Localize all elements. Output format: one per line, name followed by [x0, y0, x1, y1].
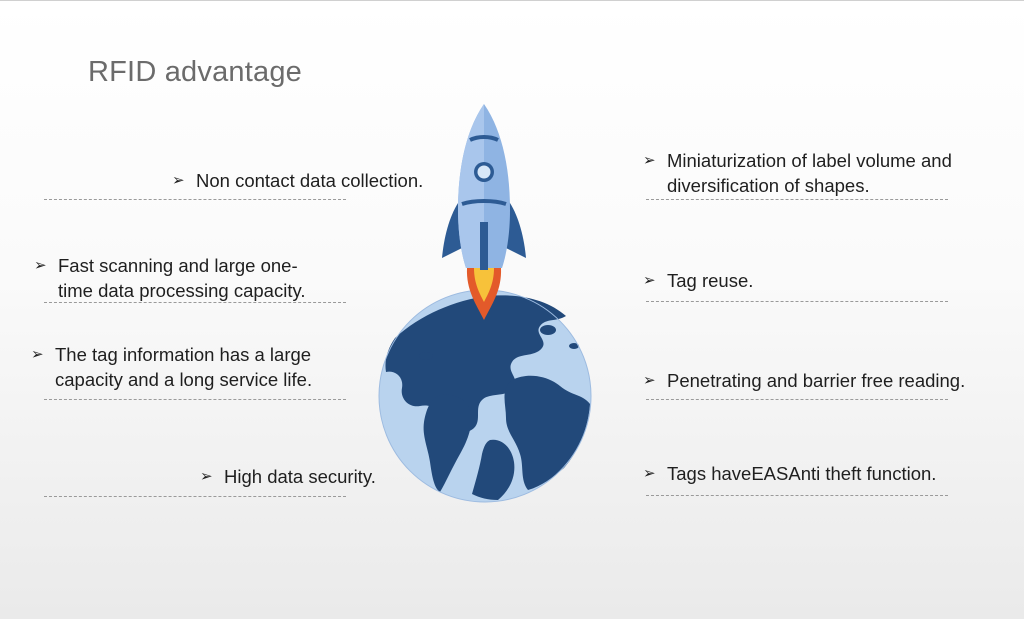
advantage-text: capacity and a long service life.: [55, 369, 313, 390]
divider: [646, 301, 948, 302]
advantage-item-non-contact: ➢ Non contact data collection.: [172, 168, 423, 193]
bullet-arrow-icon: ➢: [31, 346, 44, 363]
advantage-text: Penetrating and barrier free reading.: [667, 370, 966, 391]
divider: [646, 199, 948, 200]
advantage-item-miniaturization: ➢ Miniaturization of label volume and di…: [643, 148, 952, 198]
advantage-text: The tag information has a large: [55, 344, 312, 365]
divider: [646, 495, 948, 496]
advantage-text: time data processing capacity.: [58, 280, 306, 301]
advantage-text: Fast scanning and large one-: [58, 255, 298, 276]
divider: [44, 199, 346, 200]
advantage-text: Miniaturization of label volume and: [667, 150, 952, 171]
advantage-item-penetrating: ➢ Penetrating and barrier free reading.: [643, 368, 965, 393]
bullet-arrow-icon: ➢: [643, 372, 656, 389]
top-border: [0, 0, 1024, 1]
bullet-arrow-icon: ➢: [643, 272, 656, 289]
bullet-arrow-icon: ➢: [34, 257, 47, 274]
advantage-item-eas: ➢ Tags haveEASAnti theft function.: [643, 461, 936, 486]
divider: [44, 496, 346, 497]
bullet-arrow-icon: ➢: [172, 172, 185, 189]
bullet-arrow-icon: ➢: [200, 468, 213, 485]
advantage-text: diversification of shapes.: [667, 175, 870, 196]
divider: [646, 399, 948, 400]
advantage-item-tag-reuse: ➢ Tag reuse.: [643, 268, 753, 293]
advantage-text: Tag reuse.: [667, 270, 754, 291]
advantage-text: Non contact data collection.: [196, 170, 424, 191]
bullet-arrow-icon: ➢: [643, 465, 656, 482]
rocket-icon: [442, 104, 526, 320]
bullet-arrow-icon: ➢: [643, 152, 656, 169]
advantage-item-fast-scanning: ➢ Fast scanning and large one- time data…: [34, 253, 305, 303]
divider: [44, 399, 346, 400]
divider: [44, 302, 346, 303]
advantage-item-security: ➢ High data security.: [200, 464, 376, 489]
advantage-text: High data security.: [224, 466, 376, 487]
advantage-text: Tags haveEASAnti theft function.: [667, 463, 937, 484]
globe-icon: [378, 289, 592, 503]
page-title: RFID advantage: [88, 56, 302, 88]
advantage-item-tag-capacity: ➢ The tag information has a large capaci…: [31, 342, 312, 392]
